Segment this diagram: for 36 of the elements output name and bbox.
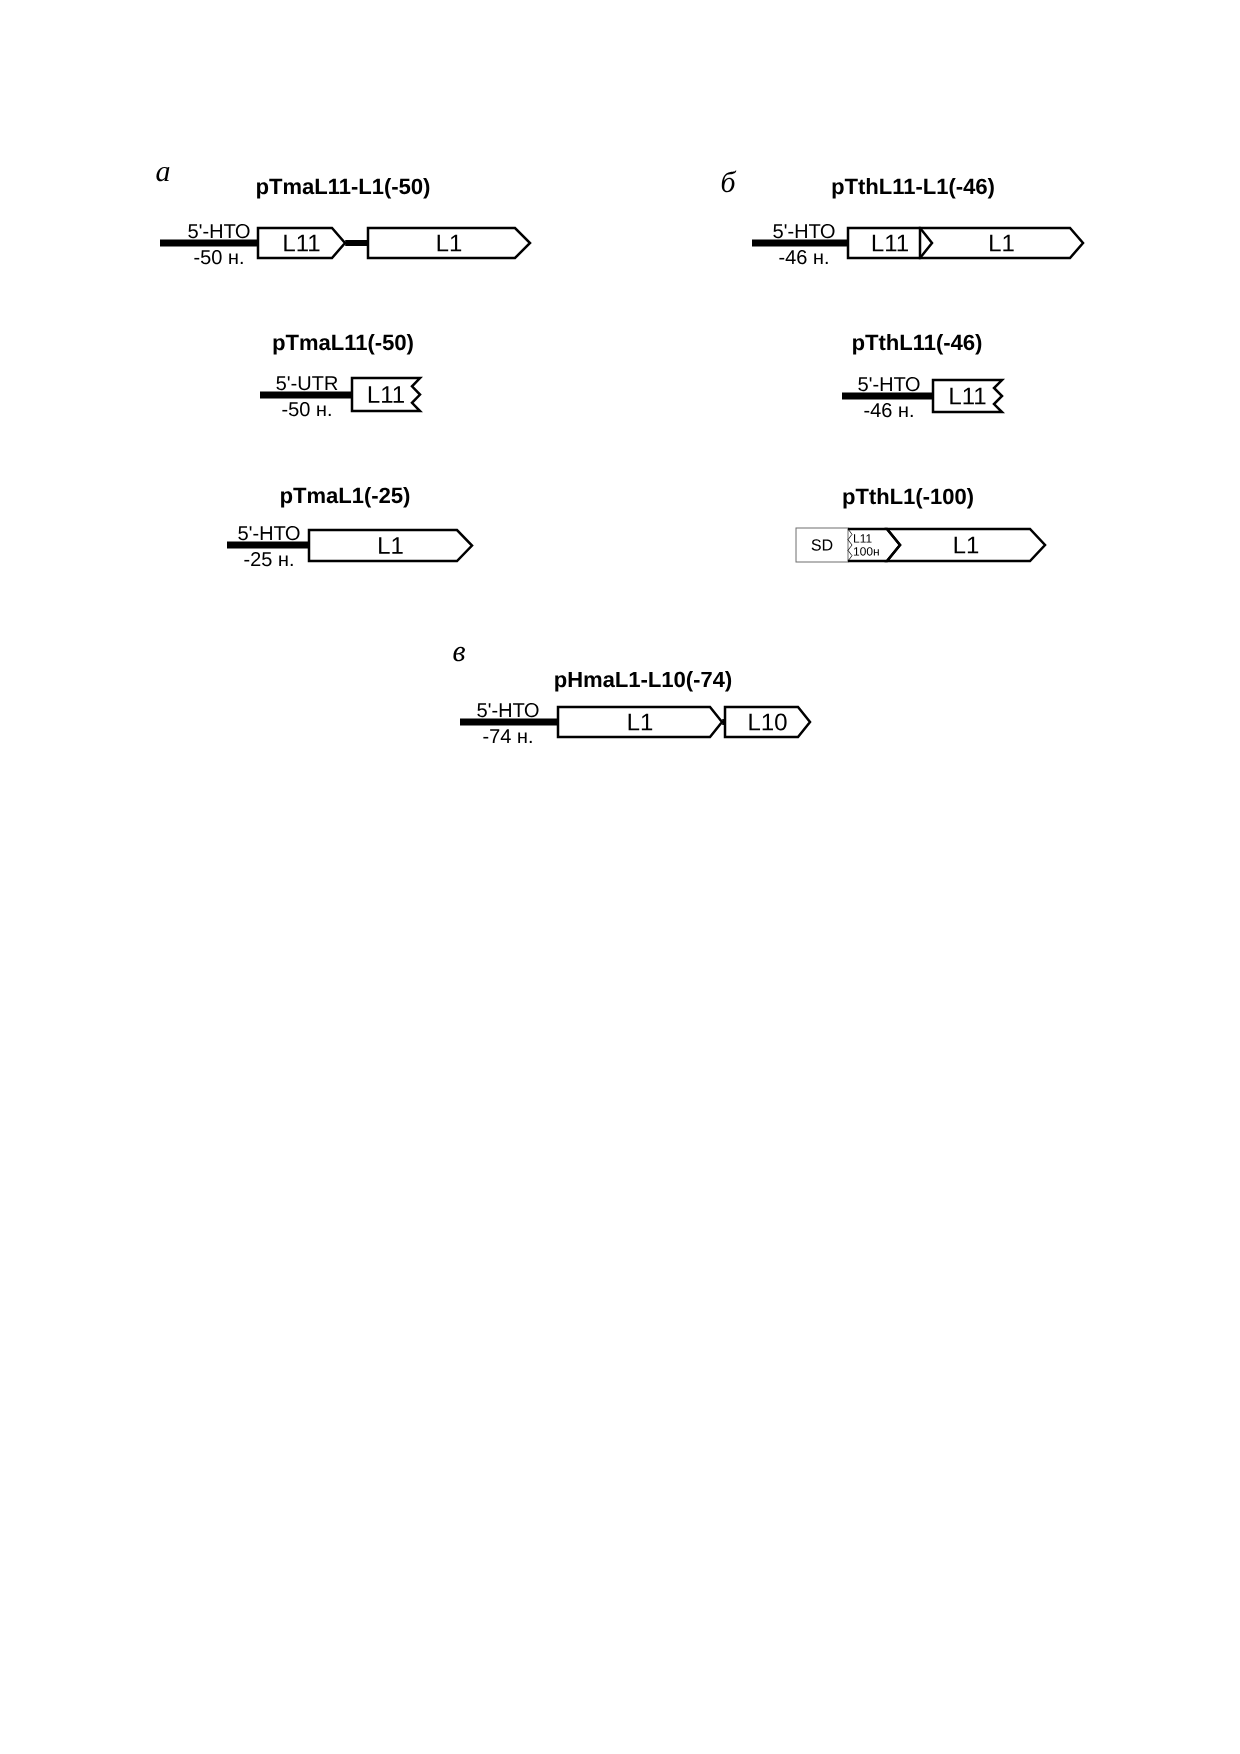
heading: pHmaL1-L10(-74) — [555, 671, 732, 692]
connector-line — [345, 240, 368, 246]
heading: pTthL11(-46) — [853, 334, 982, 355]
gene-block: L1 — [918, 226, 1085, 260]
heading: pTthL1(-100) — [843, 488, 973, 509]
gene-block: L11 — [846, 226, 934, 260]
gene-block: L11 — [256, 226, 347, 260]
line-label: 5'-НТО — [188, 224, 250, 239]
panel-letter: б — [721, 170, 737, 193]
line-label: 5'-НТО — [773, 224, 835, 239]
sd-box: SD — [795, 527, 849, 563]
line-label: -46 н. — [779, 250, 828, 265]
gene-block: L1 — [884, 527, 1047, 563]
line-label: -74 н. — [483, 729, 532, 743]
line-label: -50 н. — [194, 250, 243, 265]
line-label: -25 н. — [244, 552, 293, 567]
gene-block: L1 — [307, 528, 474, 563]
heading: pTmaL1(-25) — [281, 487, 410, 508]
heading: pTmaL11(-50) — [273, 334, 413, 355]
panel-letter: в — [453, 646, 465, 662]
gene-block: L1 — [556, 705, 724, 739]
heading: pTthL11-L1(-46) — [832, 178, 994, 199]
panel-letter: а — [156, 166, 170, 182]
heading: pTmaL11-L1(-50) — [257, 178, 430, 199]
gene-block: L1 — [366, 226, 532, 260]
gene-block: L11 — [350, 376, 423, 413]
connector-line — [722, 719, 725, 725]
line-label: -50 н. — [282, 402, 331, 417]
line-label: 5'-НТО — [238, 526, 300, 541]
gene-block: L11 — [931, 378, 1006, 414]
line-label: -46 н. — [864, 403, 913, 418]
line-label: 5'-UTR — [276, 376, 338, 391]
gene-block: L10 — [723, 705, 812, 739]
gene-block: L11 100н — [847, 527, 902, 563]
line-label: 5'-НТО — [477, 703, 539, 718]
line-label: 5'-НТО — [858, 377, 920, 392]
